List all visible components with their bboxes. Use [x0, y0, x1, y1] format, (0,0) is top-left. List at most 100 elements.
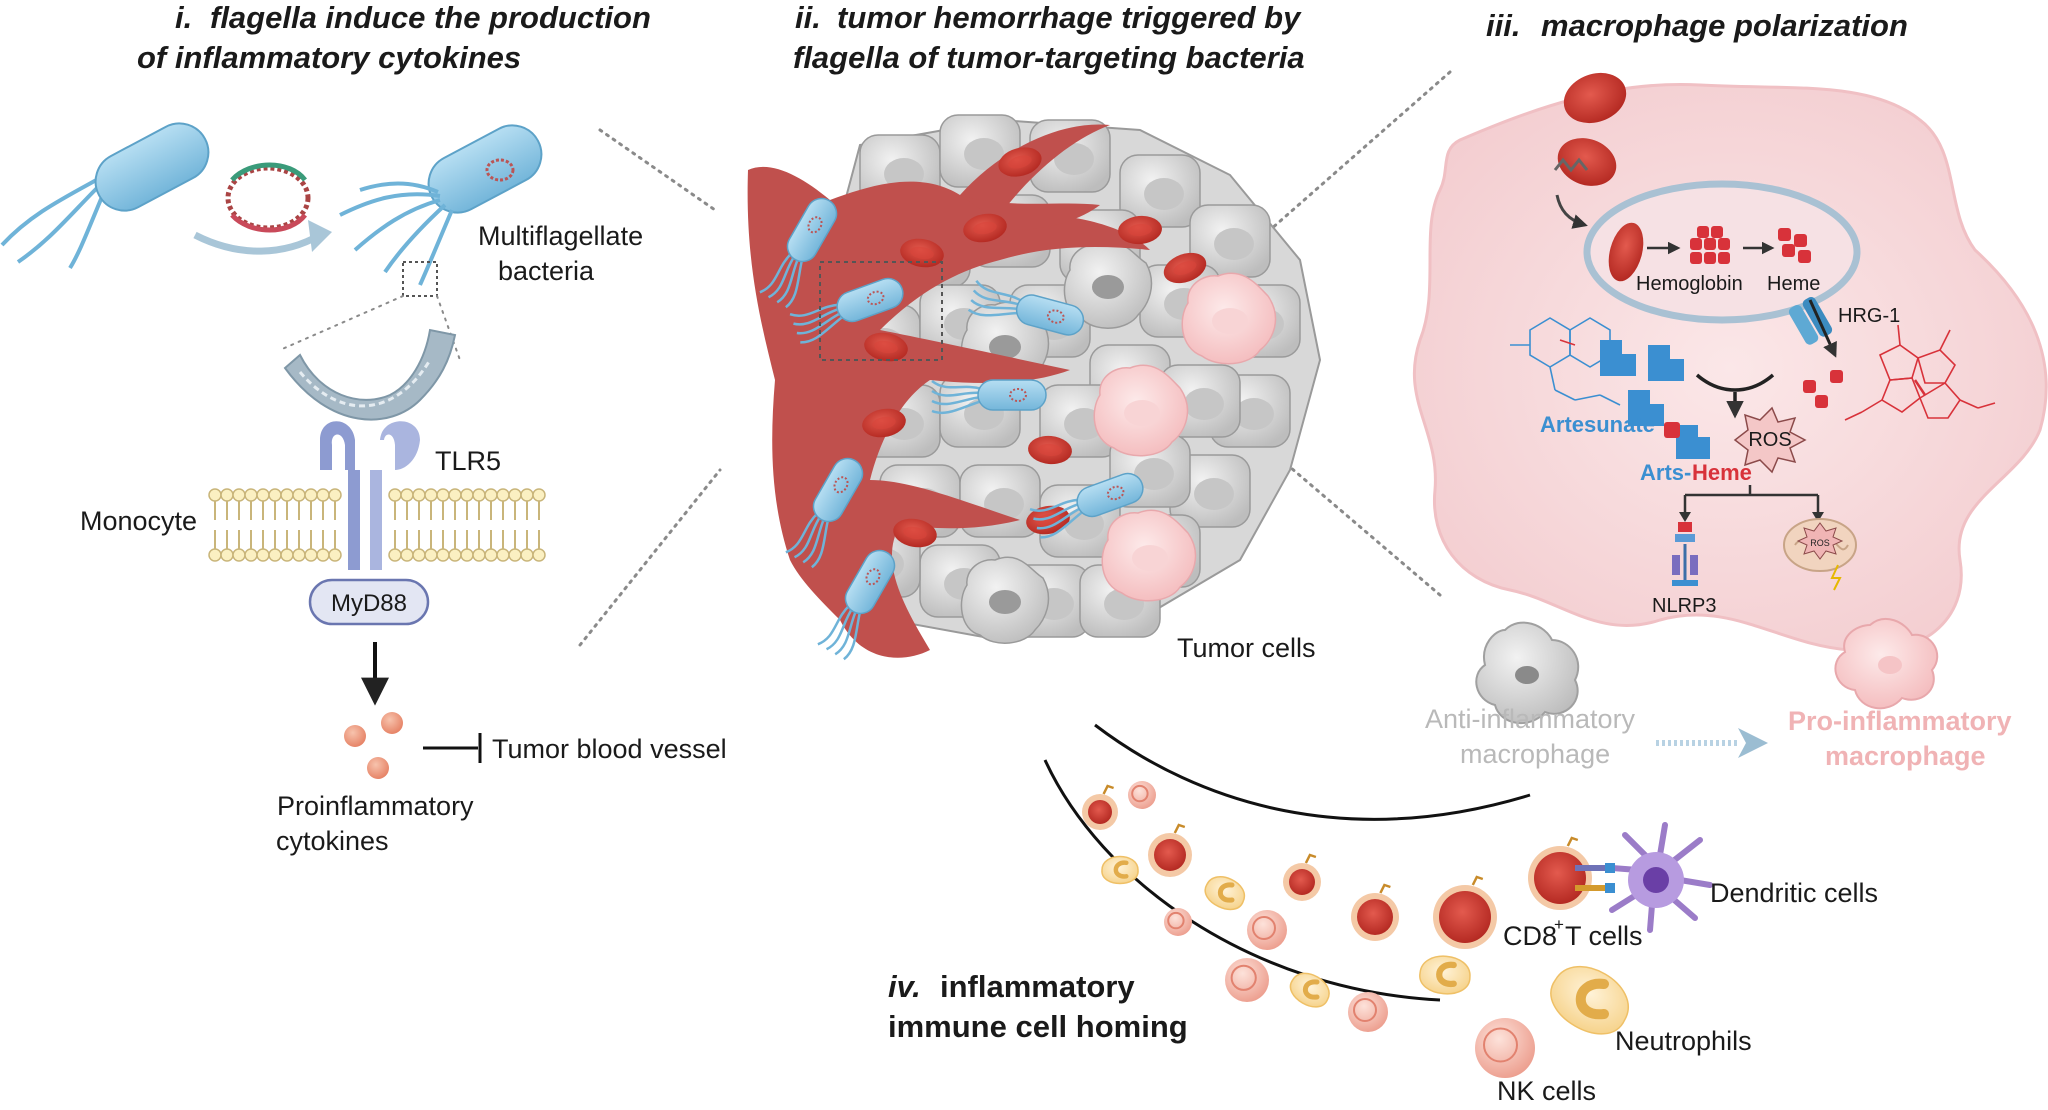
panel-ii: ii. tumor hemorrhage triggered by flagel… — [747, 0, 1322, 663]
label-tumor-cells: Tumor cells — [1177, 633, 1316, 663]
flagellum — [800, 314, 845, 344]
artesunate-block — [1600, 340, 1636, 376]
flagellum — [811, 518, 830, 569]
tumor-cell-nucleus — [1054, 143, 1094, 175]
red-blood-cell-center — [874, 340, 898, 354]
cd8-receptor — [1471, 875, 1484, 886]
hemoglobin-subunit — [1690, 238, 1702, 250]
lipid-head — [532, 548, 546, 562]
label-monocyte: Monocyte — [80, 506, 197, 536]
tumor-cell-nucleus — [964, 138, 1004, 170]
label-mito-ros: ROS — [1810, 538, 1830, 548]
flagellum — [931, 379, 983, 391]
proinflammatory-cytokines — [344, 712, 403, 779]
panel-iv-title-line2: immune cell homing — [888, 1009, 1188, 1044]
lipid-head — [328, 548, 342, 562]
flagellum — [785, 258, 804, 309]
panel-i: i. flagella induce the production of inf… — [0, 0, 727, 856]
nk-cell-granule — [1230, 964, 1257, 991]
lipid-head — [520, 488, 534, 502]
myd88-box — [308, 578, 430, 626]
label-dendritic: Dendritic cells — [1710, 878, 1878, 908]
lipid-head — [472, 488, 486, 502]
lipid-head — [280, 488, 294, 502]
heme-unit — [1794, 234, 1807, 247]
cd8-receptor — [1102, 784, 1114, 795]
lipid-head — [388, 488, 402, 502]
bacterium-body — [836, 277, 904, 323]
hemoglobin-subunit — [1711, 226, 1723, 238]
immune-cells — [1082, 781, 1629, 1078]
nk-cell-granule — [1131, 784, 1149, 803]
bacterium-plasmid — [866, 290, 885, 306]
hemoglobin-subunit — [1704, 252, 1716, 264]
lipid-head — [496, 548, 510, 562]
transform-arrow — [193, 231, 322, 255]
flagellum — [1033, 502, 1082, 521]
tumor-cell-nucleus — [1214, 228, 1254, 260]
bacterium-plasmid — [1046, 309, 1065, 324]
flagellum — [793, 514, 823, 559]
hemoglobin-subunit — [1697, 226, 1709, 238]
lipid-head — [208, 548, 222, 562]
cd8-t-cell-nucleus — [1154, 839, 1186, 871]
arrow-heme-export — [1808, 299, 1837, 358]
panel-ii-title-line2: flagella of tumor-targeting bacteria — [793, 40, 1305, 75]
tumor-cell-nucleus — [989, 335, 1021, 359]
bacterium-plasmid — [1009, 388, 1027, 402]
lipid-head — [220, 548, 234, 562]
flagellum — [793, 307, 842, 326]
bacterium — [759, 197, 838, 309]
bacterium-body — [1076, 472, 1144, 518]
red-blood-cell-center — [1008, 155, 1032, 169]
lipid-head — [532, 488, 546, 502]
ros-star — [1733, 406, 1807, 474]
label-heme-red: Heme — [1692, 460, 1752, 485]
artesunate-block — [1628, 390, 1664, 426]
label-anti-1: Anti-inflammatory — [1425, 704, 1636, 734]
cd8-receptor — [1566, 836, 1579, 847]
anti-macrophage-nucleus — [1515, 666, 1539, 684]
flagellum — [789, 303, 840, 317]
tlr5-receptor — [320, 421, 420, 570]
flagellum — [802, 516, 826, 564]
inflamed-cell-nucleus — [1124, 400, 1160, 426]
label-cd8-rest: T cells — [1565, 921, 1643, 951]
label-cd8: CD8 — [1503, 921, 1557, 951]
neutrophil-nucleus — [1113, 860, 1129, 879]
lipid-head — [304, 548, 318, 562]
heme-icon — [1778, 228, 1811, 263]
hemoglobin-subunit — [1718, 238, 1730, 250]
label-proinflammatory-2: cytokines — [276, 826, 389, 856]
bacterium-body — [977, 379, 1047, 411]
lipid-head — [520, 548, 534, 562]
tumor-cell-nucleus — [1234, 398, 1274, 430]
bacterium-single — [0, 122, 210, 270]
panel-iii-number: iii. — [1486, 8, 1520, 43]
cell-membrane — [208, 488, 546, 562]
heme-unit — [1815, 395, 1828, 408]
heme-unit — [1778, 228, 1791, 241]
lipid-head — [268, 548, 282, 562]
flagellum — [975, 279, 1024, 303]
flagellum — [972, 289, 1022, 307]
lipid-head — [448, 488, 462, 502]
neutrophil-nucleus — [1302, 979, 1320, 1000]
panel-iii-title: macrophage polarization — [1541, 8, 1908, 43]
mitochondrion-icon: ROS — [1783, 518, 1857, 591]
bacterium — [817, 549, 896, 661]
plasmid-icon — [225, 162, 311, 233]
lipid-head — [436, 488, 450, 502]
lipid-head — [472, 548, 486, 562]
artesunate-block — [1648, 345, 1684, 381]
cd8-receptor — [1304, 853, 1317, 864]
zoom-line-left — [279, 295, 404, 351]
cd8-receptor — [1379, 883, 1391, 894]
connector-ii-iii-top — [1268, 70, 1452, 232]
bacterium — [789, 277, 904, 344]
zoom-line-right — [436, 295, 461, 361]
red-blood-cell-center — [910, 246, 934, 260]
tumor-cell-nucleus — [1134, 458, 1174, 490]
neutrophil — [1289, 972, 1330, 1008]
label-arts: Arts- — [1640, 460, 1691, 485]
